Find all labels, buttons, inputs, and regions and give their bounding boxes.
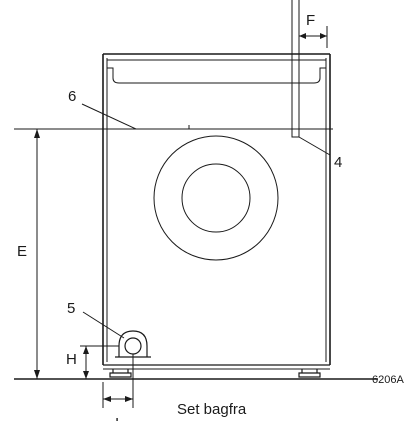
h-arrowhead-top bbox=[83, 346, 89, 354]
label-h: H bbox=[66, 351, 77, 368]
label-f: F bbox=[306, 12, 315, 29]
e-arrowhead-top bbox=[34, 129, 40, 138]
foot-left bbox=[109, 369, 132, 378]
h-arrowhead-bottom bbox=[83, 371, 89, 379]
caption: Set bagfra bbox=[177, 401, 247, 418]
bottom-arrowhead-right bbox=[125, 396, 133, 402]
label-bottom-dim: I bbox=[115, 415, 119, 421]
label-6: 6 bbox=[68, 88, 76, 105]
e-arrowhead-bottom bbox=[34, 370, 40, 379]
bottom-arrowhead-left bbox=[103, 396, 111, 402]
figure-code: 6206A bbox=[372, 374, 404, 386]
lid-recess bbox=[106, 59, 327, 84]
f-arrowhead-right bbox=[320, 33, 327, 39]
leader-4 bbox=[298, 136, 331, 156]
drum-inner-circle bbox=[181, 163, 251, 233]
foot-right bbox=[298, 369, 321, 378]
machine-body bbox=[102, 53, 331, 370]
f-arrowhead-left bbox=[299, 33, 306, 39]
label-5: 5 bbox=[67, 300, 75, 317]
drum-outer-circle bbox=[153, 135, 279, 261]
leader-6 bbox=[81, 103, 137, 130]
drain-outlet bbox=[115, 330, 151, 358]
leader-5 bbox=[82, 311, 125, 339]
label-e: E bbox=[17, 243, 27, 260]
hose-holder bbox=[291, 128, 300, 138]
label-4: 4 bbox=[334, 154, 342, 171]
